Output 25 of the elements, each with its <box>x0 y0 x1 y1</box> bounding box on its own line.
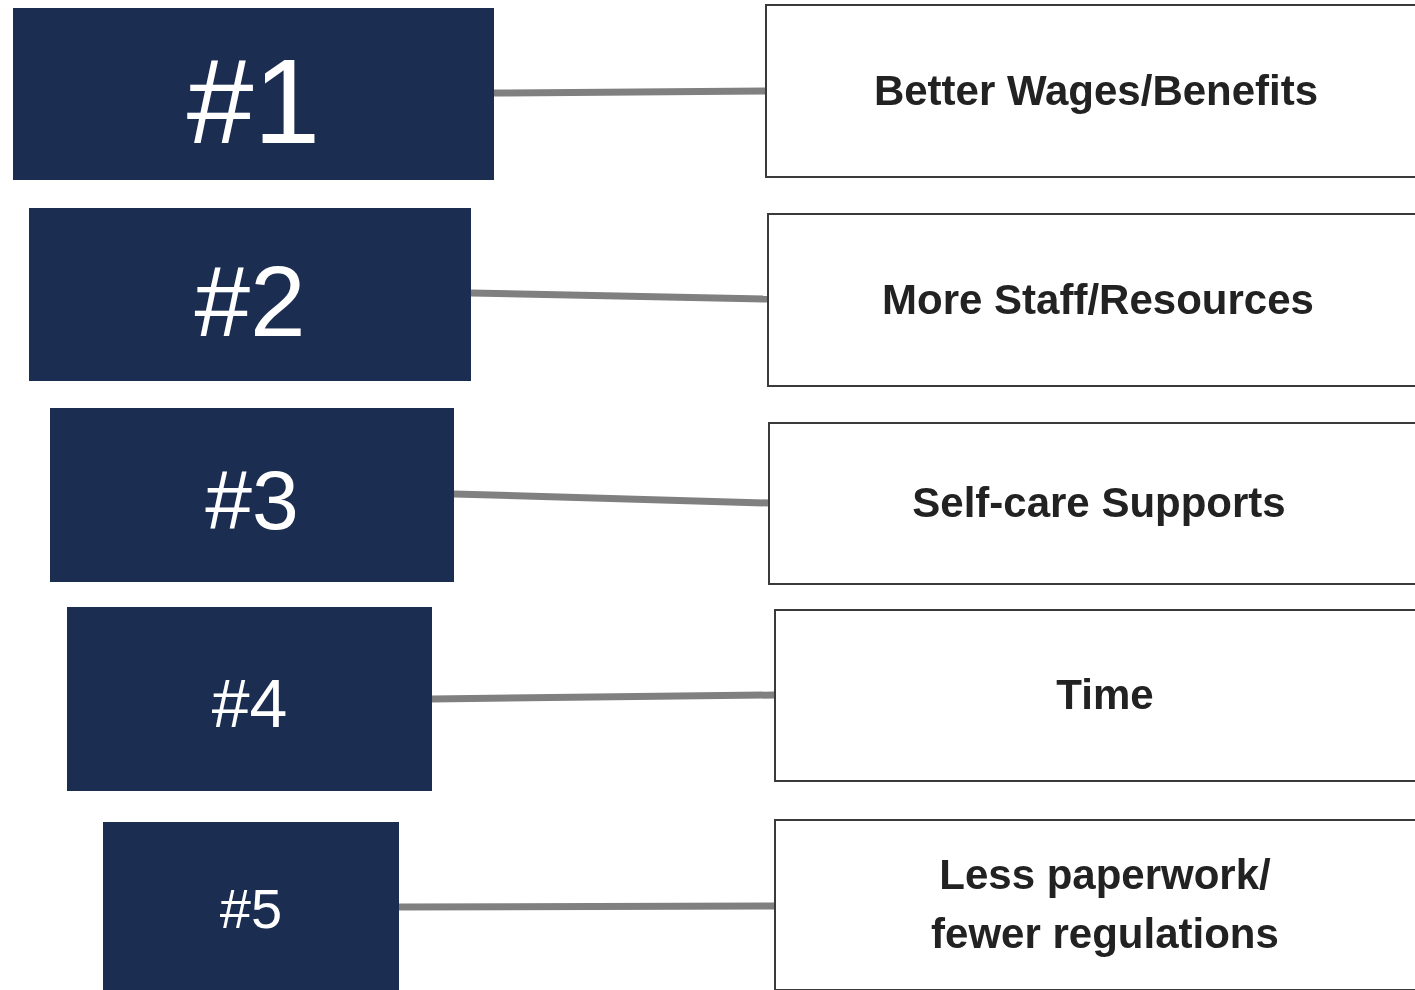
rank-box <box>103 822 399 990</box>
connector-line <box>399 902 774 911</box>
answer-text: Time <box>1056 670 1154 721</box>
answer-box <box>767 213 1415 387</box>
answer-box <box>774 609 1415 782</box>
rank-number: #5 <box>219 876 283 938</box>
answer-text: Less paperwork/ fewer regulations <box>930 850 1280 959</box>
answer-box <box>765 4 1415 178</box>
rank-number: #1 <box>186 33 321 162</box>
connector-line <box>470 289 768 303</box>
rank-box <box>13 8 494 180</box>
rank-box <box>29 208 471 381</box>
rank-box <box>50 408 454 582</box>
connector-line <box>493 87 766 97</box>
answer-box <box>774 819 1415 990</box>
rank-number: #2 <box>194 243 306 351</box>
answer-box <box>768 422 1415 585</box>
rank-number: #4 <box>211 664 288 738</box>
rank-number: #3 <box>205 452 299 543</box>
connector-line <box>453 490 769 507</box>
answer-text: Self-care Supports <box>912 478 1286 529</box>
answer-text: More Staff/Resources <box>882 274 1314 325</box>
answer-text: Better Wages/Benefits <box>873 65 1319 116</box>
connector-line <box>431 691 775 703</box>
rank-box <box>67 607 432 791</box>
